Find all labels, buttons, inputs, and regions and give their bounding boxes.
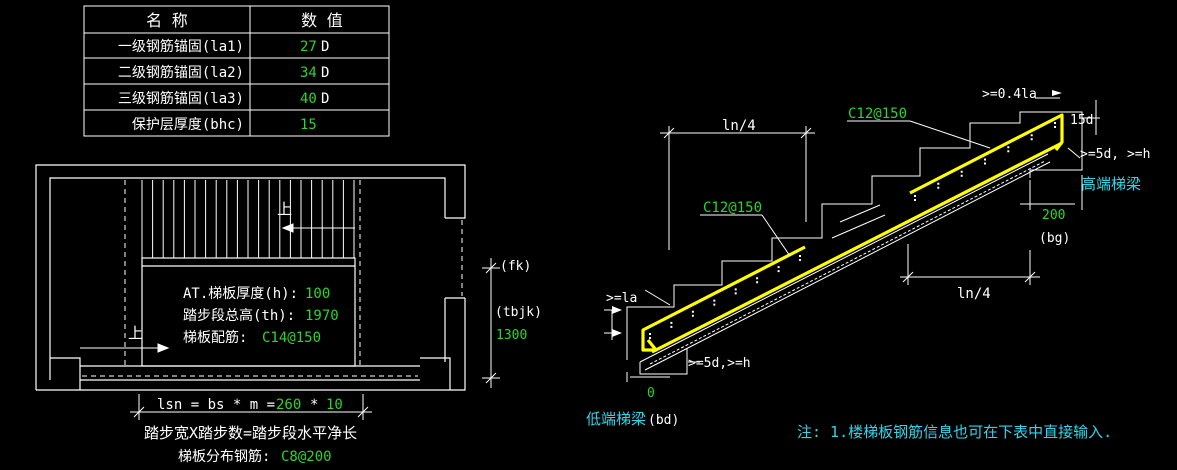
- plan-lsn-star: *: [310, 397, 318, 413]
- section-bg-label: (bg): [1039, 231, 1070, 246]
- plan-step-formula: 踏步宽X踏步数=踏步段水平净长: [144, 424, 357, 442]
- anchor-table: [83, 5, 390, 137]
- table-row-unit-la2: D: [321, 65, 329, 81]
- plan-tbjk-label: (tbjk): [495, 305, 542, 320]
- section-diagonal-dashes: [649, 160, 1046, 365]
- plan-thickness-value[interactable]: 100: [305, 286, 330, 302]
- plan-fk-label: (fk): [500, 259, 531, 274]
- section-ln4-top: ln/4: [722, 118, 756, 134]
- plan-lsn-m[interactable]: 10: [326, 397, 343, 413]
- table-row-unit-la3: D: [321, 91, 329, 107]
- table-row-value-la1[interactable]: 27: [300, 39, 317, 55]
- plan-up-arrows: [80, 223, 355, 353]
- section-anchor-top: >=0.4la: [982, 87, 1037, 102]
- section-low-beam-zero[interactable]: 0: [647, 386, 655, 401]
- plan-height-value[interactable]: 1970: [305, 308, 339, 324]
- plan-dist-value[interactable]: C8@200: [281, 449, 332, 465]
- section-rebar: [641, 113, 1064, 354]
- section-rebar-ties: [649, 122, 1056, 339]
- plan-bottom-dimension: [130, 394, 372, 420]
- section-high-beam-width[interactable]: 200: [1042, 208, 1065, 223]
- plan-up-label-top: 上: [277, 200, 292, 218]
- section-low-beam-label: 低端梯梁: [586, 410, 646, 428]
- section-la-label: >=la: [606, 291, 637, 306]
- section-rebar-mid[interactable]: C12@150: [703, 200, 762, 216]
- table-row-name-la1: 一级钢筋锚固(la1): [118, 38, 244, 55]
- stair-plan-walls: [35, 164, 466, 391]
- table-row-value-la3[interactable]: 40: [300, 91, 317, 107]
- table-row-name-la3: 三级钢筋锚固(la3): [118, 90, 244, 107]
- plan-dist-label: 梯板分布钢筋:: [178, 448, 270, 465]
- plan-up-label-bottom: 上: [128, 324, 143, 342]
- plan-rebar-label: 梯板配筋:: [183, 329, 247, 346]
- table-row-name-la2: 二级钢筋锚固(la2): [118, 64, 244, 81]
- plan-dashed-lines: [82, 180, 463, 377]
- plan-landing-rect: [141, 257, 356, 367]
- plan-lsn-prefix: lsn = bs * m =: [157, 397, 275, 413]
- section-high-beam-cond: >=5d, >=h: [1080, 147, 1150, 162]
- plan-tbjk-value[interactable]: 1300: [496, 328, 527, 343]
- table-header-name: 名 称: [146, 11, 188, 30]
- plan-tread-lines: [141, 180, 355, 258]
- section-bottom-dimension: [900, 244, 1040, 285]
- plan-thickness-label: AT.梯板厚度(h):: [183, 286, 298, 302]
- section-arrowheads: [612, 90, 1062, 337]
- table-header-value: 数 值: [301, 11, 343, 30]
- plan-lsn-bs[interactable]: 260: [276, 397, 301, 413]
- plan-rebar-value[interactable]: C14@150: [262, 330, 321, 346]
- section-rebar-top[interactable]: C12@150: [848, 106, 907, 122]
- table-row-name-bhc: 保护层厚度(bhc): [132, 117, 244, 133]
- table-row-value-la2[interactable]: 34: [300, 65, 317, 81]
- section-low-beam-cond: >=5d,>=h: [688, 356, 751, 371]
- section-high-beam-label: 高端梯梁: [1081, 175, 1141, 193]
- plan-right-dimension: [482, 258, 500, 388]
- plan-height-label: 踏步段总高(th):: [183, 307, 295, 324]
- section-leaders: [604, 97, 1100, 382]
- section-top-dimension: [660, 126, 815, 250]
- note-text: 注: 1.楼梯板钢筋信息也可在下表中直接输入.: [797, 423, 1112, 441]
- section-ln4-bottom: ln/4: [957, 286, 991, 302]
- section-bd-label: (bd): [648, 413, 679, 428]
- section-stair-outline: [626, 111, 1083, 375]
- table-row-value-bhc[interactable]: 15: [300, 117, 317, 133]
- table-row-unit-la1: D: [321, 39, 329, 55]
- section-hook-15d: 15d: [1070, 113, 1093, 128]
